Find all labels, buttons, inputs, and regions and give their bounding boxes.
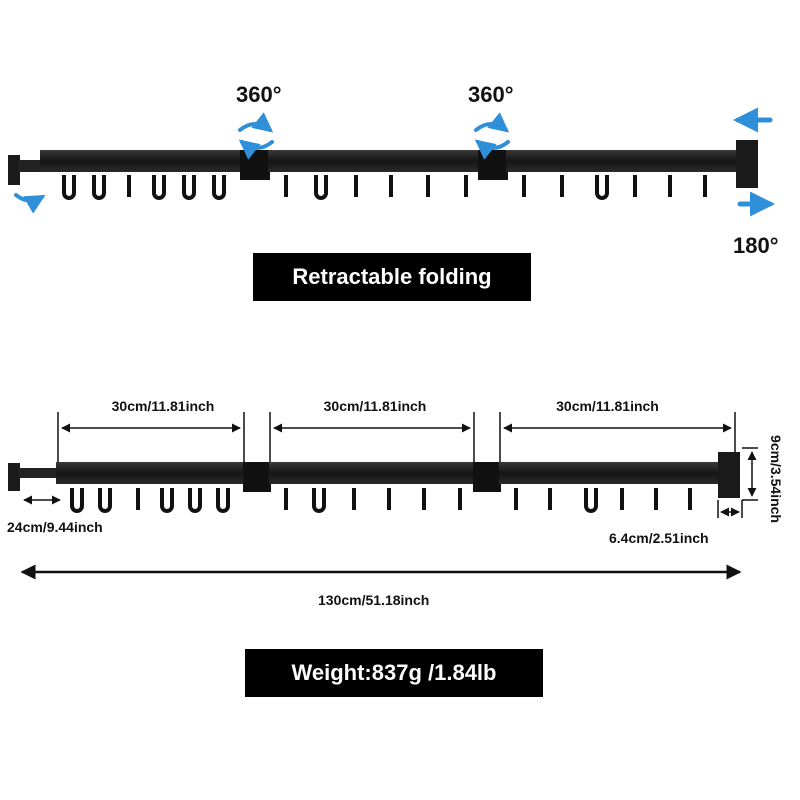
total-length-label: 130cm/51.18inch [318, 592, 430, 608]
weight-banner: Weight:837g /1.84lb [245, 649, 543, 697]
dimension-lines [20, 412, 758, 580]
segment-3-length-label: 30cm/11.81inch [556, 398, 659, 414]
top-hooks [62, 175, 707, 200]
angle-label-right: 180° [733, 233, 779, 258]
angle-label-middle: 360° [468, 82, 514, 107]
direction-arrow-icon [733, 107, 775, 217]
mount-depth-label: 6.4cm/2.51inch [609, 530, 709, 546]
bottom-hooks [70, 488, 692, 513]
rotate-arrows-icon [14, 112, 510, 214]
extension-length-label: 24cm/9.44inch [7, 519, 103, 535]
segment-1-length-label: 30cm/11.81inch [111, 398, 215, 414]
top-hanger-rod [8, 140, 758, 188]
angle-label-left: 360° [236, 82, 282, 107]
bottom-hanger-rod [8, 452, 740, 498]
retractable-folding-banner: Retractable folding [253, 253, 531, 301]
height-label: 9cm/3.54inch [768, 435, 784, 523]
segment-2-length-label: 30cm/11.81inch [323, 398, 427, 414]
